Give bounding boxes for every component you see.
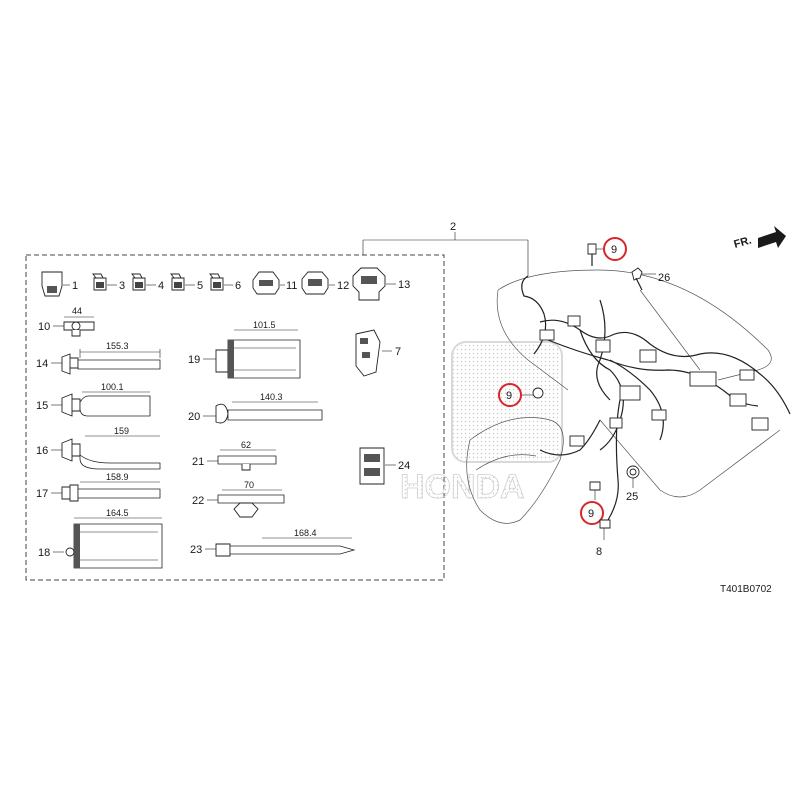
svg-text:FR.: FR. <box>733 234 753 250</box>
part-9-top[interactable]: 9 <box>587 237 627 266</box>
svg-text:HONDA: HONDA <box>400 468 525 506</box>
part-20[interactable]: 20 140.3 <box>188 392 323 424</box>
part-25[interactable]: 25 <box>626 465 640 503</box>
dim-155-3: 155.3 <box>106 341 129 351</box>
part-18[interactable]: 18 164.5 <box>38 508 163 569</box>
diagram-code: T401B0702 <box>720 584 772 595</box>
part-19[interactable]: 19 101.5 <box>188 320 301 379</box>
dim-44: 44 <box>72 306 82 316</box>
dim-168-4: 168.4 <box>294 528 317 538</box>
dim-140-3: 140.3 <box>260 392 283 402</box>
brand-watermark: HONDA <box>400 341 563 506</box>
part-1[interactable]: 1 <box>41 271 78 297</box>
part-17[interactable]: 17 158.9 <box>36 472 161 502</box>
part-21[interactable]: 21 62 <box>192 440 277 471</box>
callout-17: 17 <box>36 488 48 500</box>
front-direction-indicator: FR. <box>733 226 786 251</box>
part-11[interactable]: 11 <box>252 271 297 295</box>
callout-15: 15 <box>36 400 48 412</box>
callout-21: 21 <box>192 456 204 468</box>
callout-8: 8 <box>596 546 602 558</box>
callout-4: 4 <box>158 280 164 292</box>
front-arrow-icon <box>758 226 786 248</box>
part-13[interactable]: 13 <box>352 267 410 301</box>
callout-3: 3 <box>119 280 125 292</box>
part-6[interactable]: 6 <box>209 273 241 292</box>
part-4[interactable]: 4 <box>131 273 164 292</box>
part-9-bottom[interactable]: 9 <box>580 481 604 525</box>
part-9-middle[interactable]: 9 <box>498 383 544 407</box>
part-22[interactable]: 22 70 <box>192 480 285 518</box>
part-10[interactable]: 10 44 <box>38 306 95 337</box>
callout-6: 6 <box>235 280 241 292</box>
dim-158-9: 158.9 <box>106 472 129 482</box>
part-24[interactable]: 24 <box>359 447 410 485</box>
callout-26: 26 <box>658 272 670 284</box>
dim-159: 159 <box>114 426 129 436</box>
callout-20: 20 <box>188 411 200 423</box>
dim-101-5: 101.5 <box>253 320 276 330</box>
part-12[interactable]: 12 <box>301 271 349 295</box>
callout-5: 5 <box>197 280 203 292</box>
callout-23: 23 <box>190 544 202 556</box>
parts-kit-frame <box>25 254 445 581</box>
callout-24: 24 <box>398 460 410 472</box>
callout-25: 25 <box>626 491 638 503</box>
dim-164-5: 164.5 <box>106 508 129 518</box>
highlight-circle-9-bottom <box>580 501 604 525</box>
dim-70: 70 <box>244 480 254 490</box>
part-26[interactable]: 26 <box>631 267 670 291</box>
part-7[interactable]: 7 <box>355 329 401 377</box>
highlight-circle-9-top <box>603 237 627 261</box>
callout-12: 12 <box>337 280 349 292</box>
callout-10: 10 <box>38 321 50 333</box>
callout-14: 14 <box>36 358 48 370</box>
wire-harness[interactable] <box>521 275 791 521</box>
callout-22: 22 <box>192 495 204 507</box>
callout-16: 16 <box>36 445 48 457</box>
callout-9-middle: 9 <box>506 390 512 402</box>
part-14[interactable]: 14 155.3 <box>36 341 161 375</box>
callout-2: 2 <box>450 221 456 233</box>
callout-11: 11 <box>286 280 297 292</box>
dim-100-1: 100.1 <box>101 382 124 392</box>
part-23[interactable]: 23 168.4 <box>190 528 356 557</box>
callout-1: 1 <box>72 280 78 292</box>
callout-7: 7 <box>395 346 401 358</box>
part-15[interactable]: 15 100.1 <box>36 382 151 417</box>
part-5[interactable]: 5 <box>170 273 203 292</box>
part-8[interactable]: 8 <box>596 519 611 558</box>
callout-13: 13 <box>398 279 410 291</box>
part-16[interactable]: 16 159 <box>36 426 161 470</box>
callout-19: 19 <box>188 354 200 366</box>
callout-9-top: 9 <box>611 244 617 256</box>
callout-18: 18 <box>38 547 50 559</box>
dim-62: 62 <box>241 440 251 450</box>
part-3[interactable]: 3 <box>92 273 125 292</box>
callout-9-bottom: 9 <box>588 508 594 520</box>
highlight-circle-9-middle <box>498 383 522 407</box>
